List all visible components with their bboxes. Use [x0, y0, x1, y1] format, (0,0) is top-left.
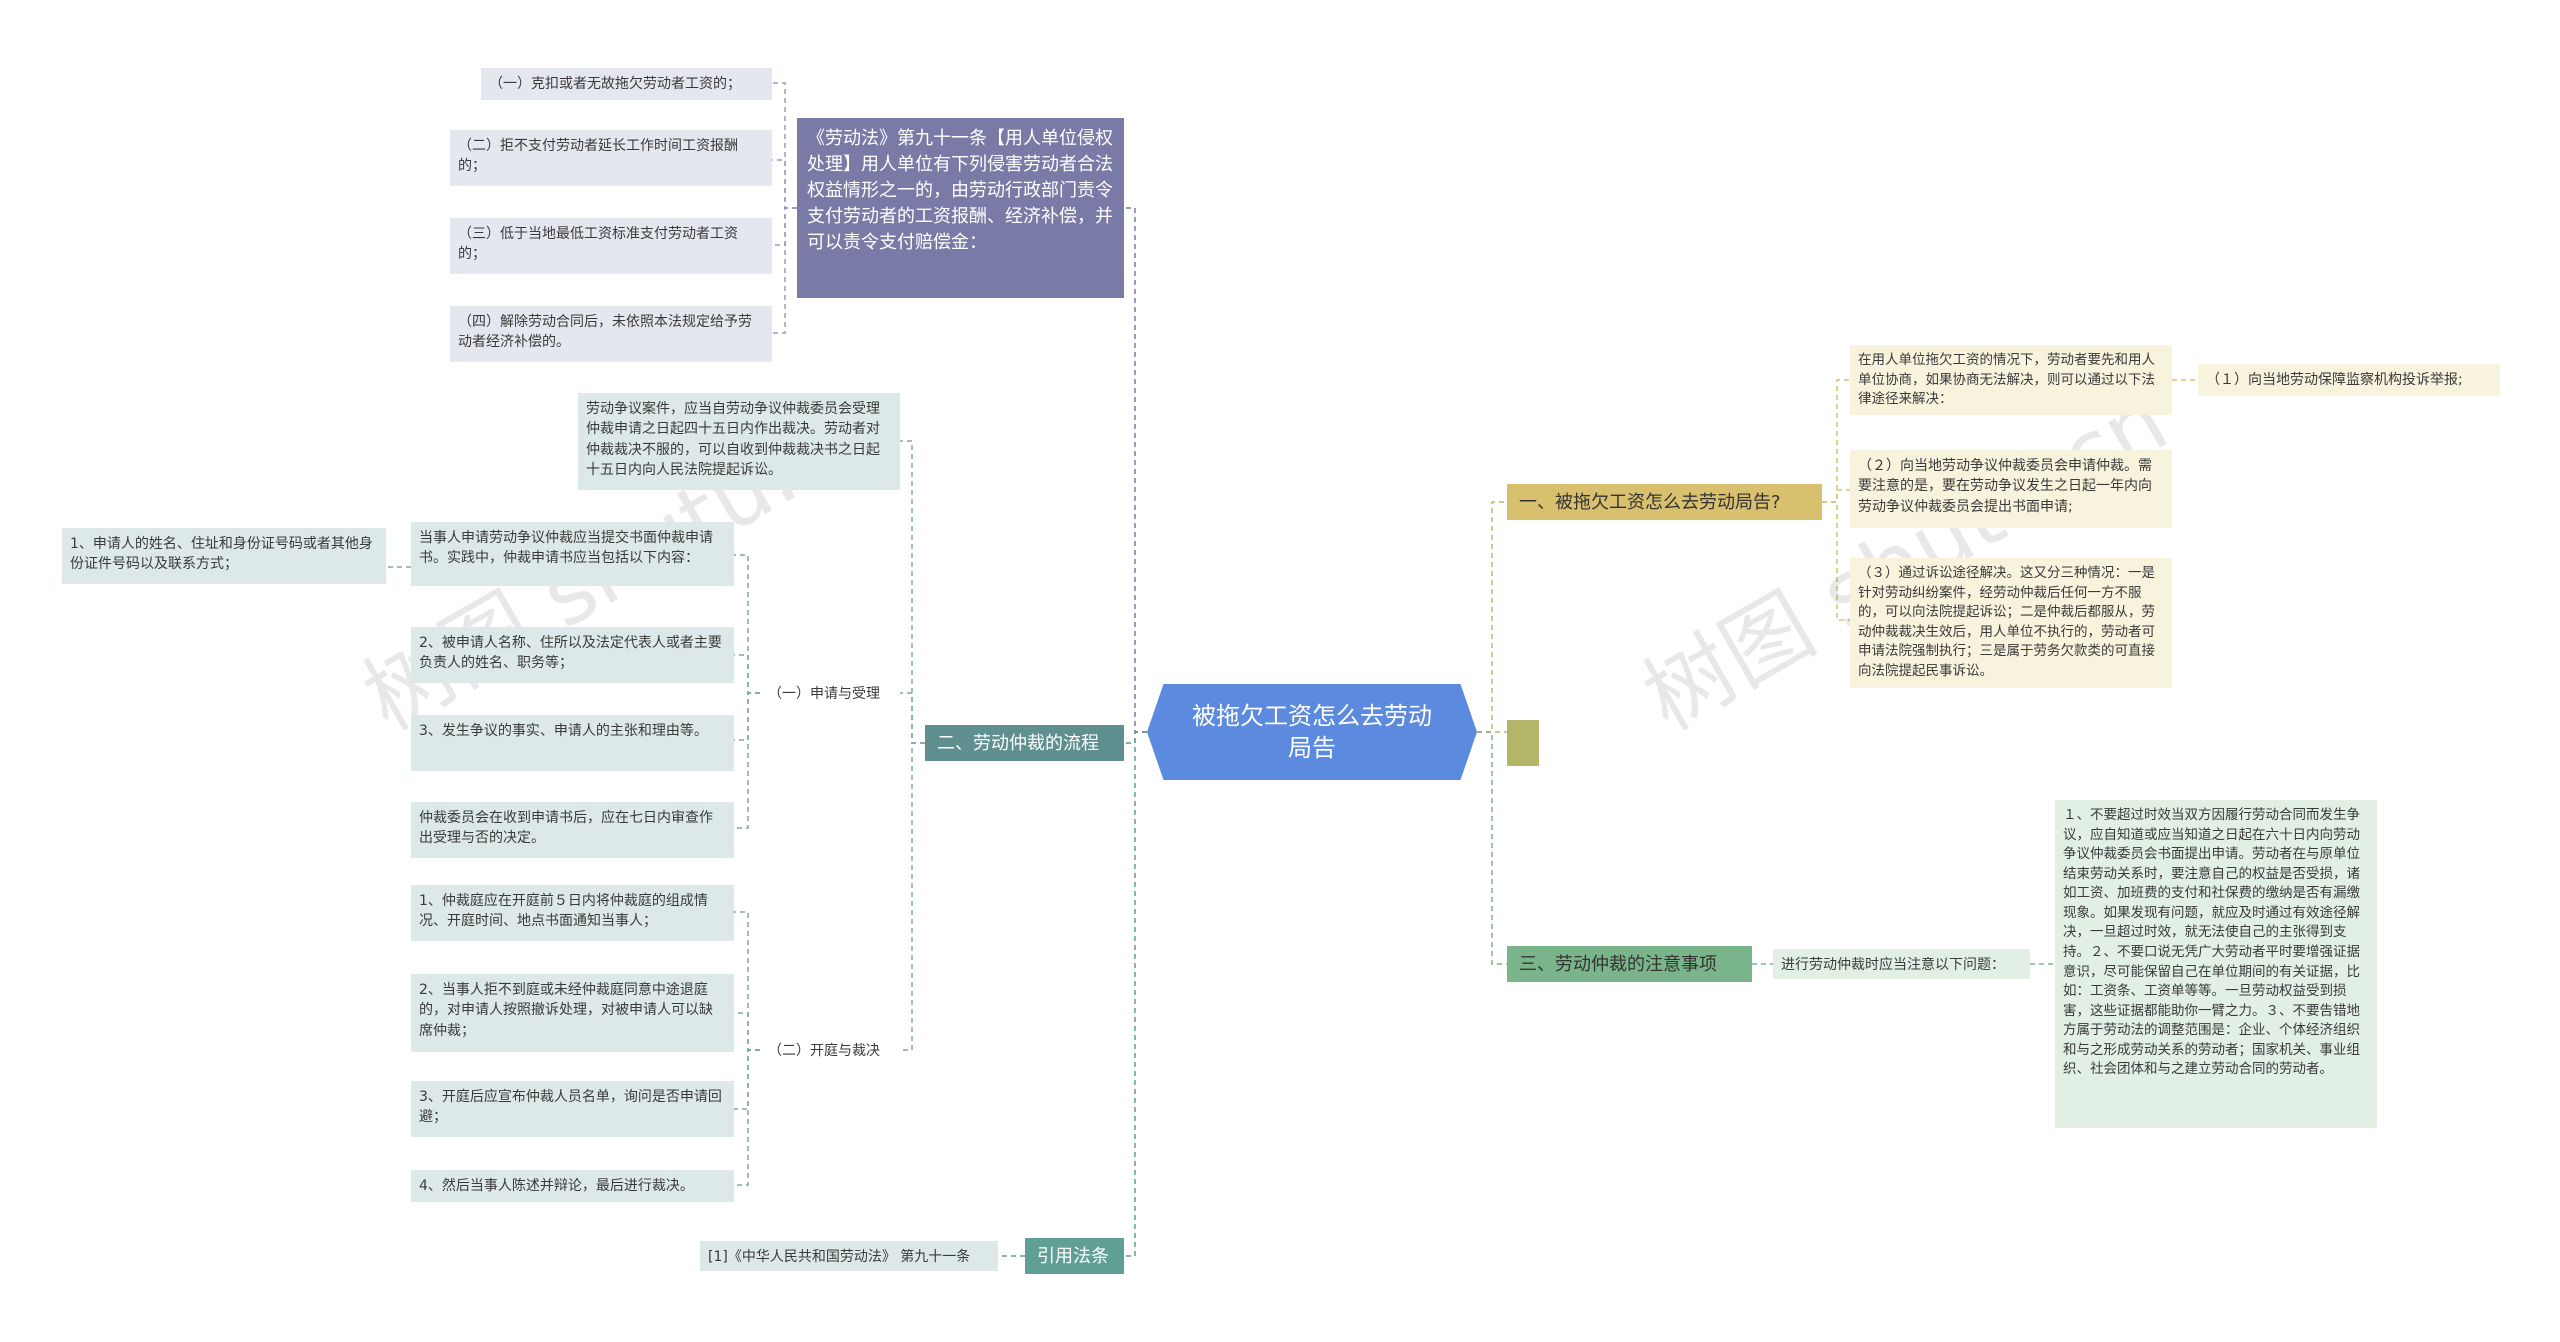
apply-item-3[interactable]: 3、发生争议的事实、申请人的主张和理由等。: [411, 715, 734, 771]
hearing-item-1[interactable]: 1、仲裁庭应在开庭前５日内将仲裁庭的组成情况、开庭时间、地点书面通知当事人；: [411, 885, 734, 941]
apply-item-4[interactable]: 仲裁委员会在收到申请书后，应在七日内审查作出受理与否的决定。: [411, 802, 734, 858]
q3-branch[interactable]: 三、劳动仲裁的注意事项: [1507, 946, 1752, 982]
apply-item-2[interactable]: 2、被申请人名称、住所以及法定代表人或者主要负责人的姓名、职务等；: [411, 627, 734, 683]
q1-intro[interactable]: 在用人单位拖欠工资的情况下，劳动者要先和用人单位协商，如果协商无法解决，则可以通…: [1850, 345, 2172, 415]
root-topic[interactable]: 被拖欠工资怎么去劳动局告: [1147, 684, 1477, 780]
hearing-item-2[interactable]: 2、当事人拒不到庭或未经仲裁庭同意中途退庭的，对申请人按照撤诉处理，对被申请人可…: [411, 974, 734, 1052]
law-item-3[interactable]: （三）低于当地最低工资标准支付劳动者工资的；: [450, 218, 772, 274]
law-item-4[interactable]: （四）解除劳动合同后，未依照本法规定给予劳动者经济补偿的。: [450, 306, 772, 362]
law-article-node[interactable]: 《劳动法》第九十一条【用人单位侵权处理】用人单位有下列侵害劳动者合法权益情形之一…: [797, 118, 1124, 298]
hearing-subbranch[interactable]: （二）开庭与裁决: [760, 1035, 900, 1065]
apply-item-1[interactable]: 当事人申请劳动争议仲裁应当提交书面仲裁申请书。实践中，仲裁申请书应当包括以下内容…: [411, 522, 734, 586]
process-branch[interactable]: 二、劳动仲裁的流程: [925, 725, 1124, 761]
process-intro[interactable]: 劳动争议案件，应当自劳动争议仲裁委员会受理仲裁申请之日起四十五日内作出裁决。劳动…: [578, 393, 900, 490]
cite-item[interactable]: [1]《中华人民共和国劳动法》 第九十一条: [700, 1241, 998, 1271]
q1-item-3[interactable]: （３）通过诉讼途径解决。这又分三种情况：一是针对劳动纠纷案件，经劳动仲裁后任何一…: [1850, 558, 2172, 688]
empty-branch[interactable]: [1507, 720, 1539, 766]
apply-subbranch[interactable]: （一）申请与受理: [760, 678, 900, 708]
q3-mid[interactable]: 进行劳动仲裁时应当注意以下问题：: [1773, 949, 2030, 979]
q1-branch[interactable]: 一、被拖欠工资怎么去劳动局告?: [1507, 484, 1822, 520]
apply-sub-item[interactable]: 1、申请人的姓名、住址和身份证号码或者其他身份证件号码以及联系方式；: [62, 528, 386, 584]
q1-item-2[interactable]: （２）向当地劳动争议仲裁委员会申请仲裁。需要注意的是，要在劳动争议发生之日起一年…: [1850, 450, 2172, 528]
q1-intro-sub[interactable]: （１）向当地劳动保障监察机构投诉举报;: [2198, 364, 2500, 396]
law-item-2[interactable]: （二）拒不支付劳动者延长工作时间工资报酬的；: [450, 130, 772, 186]
cite-branch[interactable]: 引用法条: [1025, 1238, 1124, 1274]
q3-detail[interactable]: １、不要超过时效当双方因履行劳动合同而发生争议，应自知道或应当知道之日起在六十日…: [2055, 800, 2377, 1128]
hearing-item-4[interactable]: 4、然后当事人陈述并辩论，最后进行裁决。: [411, 1170, 734, 1202]
hearing-item-3[interactable]: 3、开庭后应宣布仲裁人员名单，询问是否申请回避；: [411, 1081, 734, 1137]
law-item-1[interactable]: （一）克扣或者无故拖欠劳动者工资的；: [481, 68, 772, 100]
